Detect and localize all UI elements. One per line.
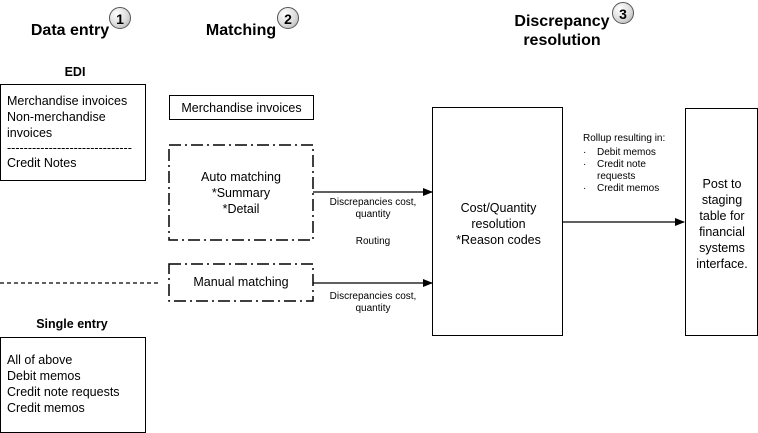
stage-title-matching: Matching — [205, 22, 277, 39]
stage-title-data-entry: Data entry — [30, 22, 110, 39]
stage-badge-1: 1 — [109, 7, 131, 29]
edi-label: EDI — [64, 65, 86, 79]
rollup-item-credit-memos: Credit memos — [583, 183, 675, 195]
manual-matching-box: Manual matching — [193, 275, 289, 289]
rollup-item-credit-note-requests: Credit note requests — [583, 159, 675, 183]
single-entry-item-credit-memos: Credit memos — [7, 401, 85, 415]
single-entry-item-all-of-above: All of above — [7, 353, 73, 367]
edi-box: Merchandise invoices Non-merchandise inv… — [0, 84, 146, 181]
auto-matching-box: Auto matching *Summary *Detail — [169, 169, 313, 217]
rollup-block: Rollup resulting in: Debit memos Credit … — [583, 133, 675, 195]
auto-discrepancies-label: Discrepancies cost, quantity — [329, 197, 417, 220]
edi-separator: ------------------------------ — [7, 141, 132, 155]
single-entry-box: All of above Debit memos Credit note req… — [0, 337, 146, 433]
rollup-heading: Rollup resulting in: — [583, 133, 666, 144]
resolution-title: Cost/Quantity resolution — [460, 201, 537, 231]
single-entry-label: Single entry — [36, 317, 108, 331]
matching-merchandise-invoices-label: Merchandise invoices — [181, 101, 302, 115]
stage-badge-2: 2 — [277, 7, 299, 29]
edi-item-credit-notes: Credit Notes — [7, 156, 77, 170]
edi-item-non-merchandise-invoices: Non-merchandise invoices — [7, 110, 106, 140]
single-entry-item-debit-memos: Debit memos — [7, 369, 81, 383]
auto-matching-outline — [168, 144, 314, 241]
single-entry-item-credit-note-requests: Credit note requests — [7, 385, 120, 399]
matching-merchandise-invoices-box: Merchandise invoices — [169, 95, 314, 120]
post-to-staging-box: Post to staging table for financial syst… — [685, 108, 758, 336]
post-to-staging-label: Post to staging table for financial syst… — [696, 177, 748, 271]
auto-matching-title: Auto matching — [201, 170, 281, 184]
auto-matching-summary: *Summary — [211, 186, 271, 200]
stage-title-discrepancy-resolution: Discrepancy resolution — [514, 13, 610, 49]
resolution-reason-codes: *Reason codes — [456, 233, 541, 247]
stage-badge-3: 3 — [612, 2, 634, 24]
cost-quantity-resolution-box: Cost/Quantity resolution *Reason codes — [432, 107, 563, 336]
routing-label: Routing — [355, 236, 391, 247]
manual-discrepancies-label: Discrepancies cost, quantity — [329, 291, 417, 314]
rollup-item-debit-memos: Debit memos — [583, 147, 675, 159]
edi-item-merchandise-invoices: Merchandise invoices — [7, 94, 128, 108]
auto-matching-detail: *Detail — [222, 202, 260, 216]
